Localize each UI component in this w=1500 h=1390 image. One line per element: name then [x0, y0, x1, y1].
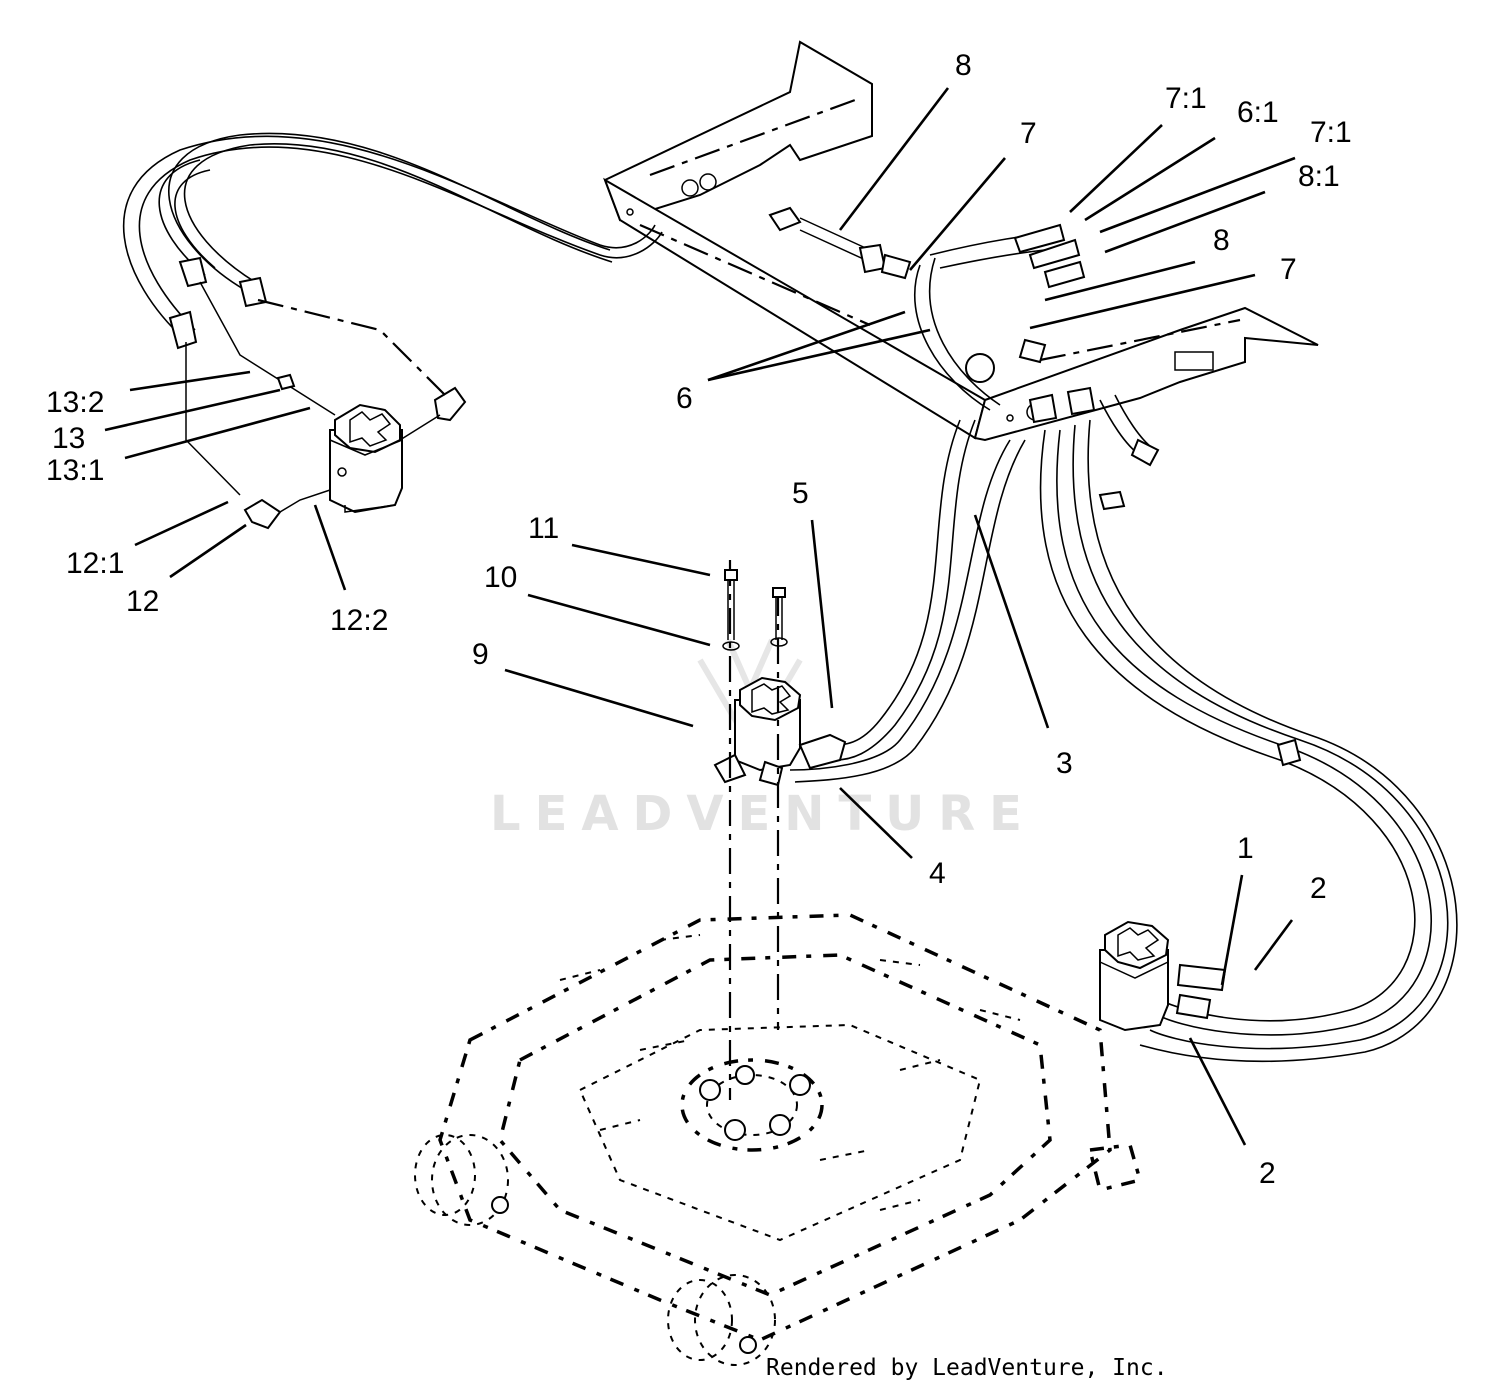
- callout-10: 10: [484, 561, 517, 594]
- callout-7-top: 7: [1020, 117, 1037, 150]
- callout-8-mid: 8: [1213, 224, 1230, 257]
- callout-7-1-right: 7:1: [1310, 116, 1352, 149]
- callout-4: 4: [929, 857, 946, 890]
- leader-lines: [104, 87, 1296, 1146]
- callout-2-lower: 2: [1259, 1157, 1276, 1190]
- callout-8-1: 8:1: [1298, 160, 1340, 193]
- hose-bundle-right: [1039, 394, 1458, 1063]
- callout-12-2: 12:2: [330, 604, 388, 637]
- hose-bundle-left: [123, 132, 663, 341]
- callout-7-1-left: 7:1: [1165, 82, 1207, 115]
- callout-1: 1: [1237, 832, 1254, 865]
- credit-text: Rendered by LeadVenture, Inc.: [766, 1355, 1168, 1381]
- callout-3: 3: [1056, 747, 1073, 780]
- callout-5: 5: [792, 477, 809, 510]
- mower-deck: [414, 913, 1143, 1366]
- callout-13-1: 13:1: [46, 454, 104, 487]
- callout-12: 12: [126, 585, 159, 618]
- frame-bracket: [603, 40, 1319, 442]
- callouts: 8 7 7:1 6:1 7:1 8:1 8 7 6 13:2 13 13:1 1…: [46, 49, 1352, 1190]
- callout-11: 11: [528, 512, 559, 545]
- watermark-text: LEADVENTURE: [490, 786, 1036, 842]
- callout-8-top: 8: [955, 49, 972, 82]
- callout-13: 13: [52, 422, 85, 455]
- valve-center: [713, 560, 847, 1100]
- callout-6: 6: [676, 382, 693, 415]
- valve-right: [1099, 920, 1170, 1032]
- callout-7-mid: 7: [1280, 253, 1297, 286]
- callout-12-1: 12:1: [66, 547, 124, 580]
- hose-bundle-center: [789, 231, 1066, 783]
- callout-13-2: 13:2: [46, 386, 104, 419]
- valve-left: [168, 256, 467, 530]
- callout-2-upper: 2: [1310, 872, 1327, 905]
- callout-6-1: 6:1: [1237, 96, 1279, 129]
- callout-9: 9: [472, 638, 489, 671]
